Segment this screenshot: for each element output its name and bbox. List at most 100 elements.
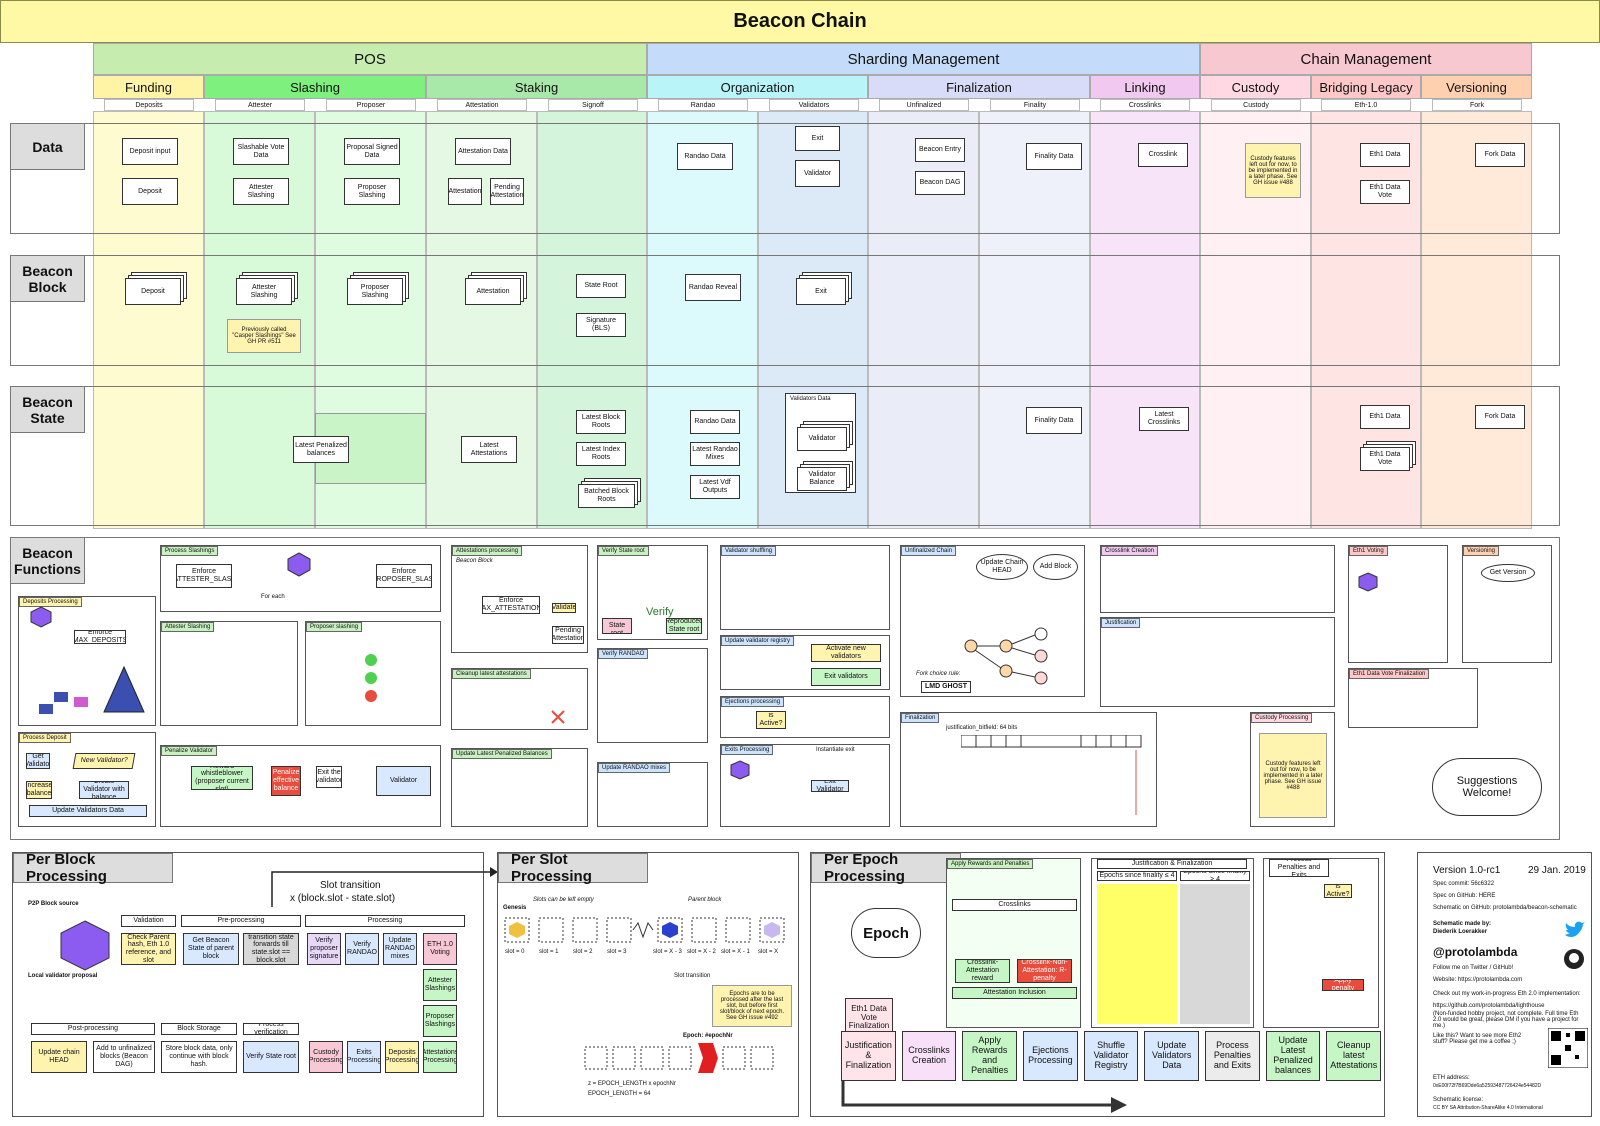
verify-state-root-step: Verify State root [243, 1041, 299, 1073]
spec-github-link[interactable]: Spec on GitHub: HERE [1433, 893, 1496, 899]
sub-proposer: Proposer [326, 99, 416, 111]
exits-processing-step: Exits Processing [347, 1041, 381, 1073]
custody-note: Custody features left out for now, to be… [1245, 143, 1301, 198]
row-label-data: Data [10, 123, 85, 170]
delete-x-icon [551, 710, 565, 724]
attestation-box: Attestation [448, 178, 482, 205]
local-proposal-label: Local validator proposal [28, 973, 98, 979]
column-crosslinks [1090, 111, 1200, 529]
update-latest-penalized-panel: Update Latest Penalized Balances [451, 748, 588, 827]
spec-commit: Spec commit: 56c6322 [1433, 881, 1495, 887]
sub-eth1: Eth-1.0 [1321, 99, 1411, 111]
slot-transition-arrow [271, 867, 498, 907]
github-icon[interactable] [1563, 948, 1585, 970]
row-label-beacon-functions: Beacon Functions [10, 537, 85, 584]
epoch-step-ejections: Ejections Processing [1023, 1031, 1078, 1081]
verify-randao-title: Verify RANDAO [598, 649, 649, 659]
verify-label: Verify [646, 606, 674, 618]
claimed-state-root-box: Claimed State root [602, 618, 632, 634]
create-validator-box: Create Validator with balance [79, 781, 129, 799]
penalize-validator-title: Penalize Validator [161, 746, 217, 756]
beacon-dag-box: Beacon DAG [915, 171, 965, 195]
slots-empty-note: Slots can be left empty [533, 897, 594, 903]
ejections-panel: Ejections processing is Active? [720, 696, 890, 738]
deposits-processing-step: Deposits Processing [385, 1041, 419, 1073]
state-finality-data: Finality Data [1026, 407, 1082, 434]
sub-validators: Validators [769, 99, 859, 111]
slot-x3-label: slot = X - 3 [653, 949, 682, 955]
epoch-label: Epoch: #epochNr [683, 1033, 733, 1039]
work-url[interactable]: https://github.com/protolambda/lighthous… [1433, 1003, 1545, 1009]
eth1-voting-panel: Eth1 Voting [1348, 545, 1448, 663]
process-slashings-panel: Process Slashings Enforce MAX_ATTESTER_S… [160, 545, 441, 612]
state-latest-vdf-outputs: Latest Vdf Outputs [690, 475, 740, 499]
epoch-steps-row: Justification & Finalization Crosslinks … [841, 1031, 1382, 1081]
randao-data-box: Randao Data [677, 143, 733, 170]
process-deposit-title: Process Deposit [19, 733, 71, 743]
block-randao-reveal: Randao Reveal [685, 274, 741, 301]
per-slot-panel: Per Slot Processing Genesis Slots can be… [497, 852, 799, 1117]
category-versioning: Versioning [1421, 75, 1532, 99]
sub-attester: Attester [215, 99, 305, 111]
pending-attestation-box: Pending Attestation [490, 178, 524, 205]
reproduced-state-root-box: Reproduced State root [666, 618, 702, 634]
activate-new-validators-box: Activate new validators [811, 644, 881, 662]
validator-box: Validator [376, 766, 431, 796]
state-fork-data: Fork Data [1475, 405, 1525, 429]
penalize-validator-panel: Penalize Validator Reward whistleblower … [160, 745, 441, 827]
add-block-node: Add Block [1033, 554, 1078, 580]
proposer-slashing-data-box: Proposer Slashing [344, 178, 400, 205]
per-epoch-title: Per Epoch Processing [811, 853, 961, 885]
cleanup-attestations-title: Cleanup latest attestations [452, 669, 531, 679]
block-proposer-slashing: Proposer Slashing [347, 278, 403, 305]
category-funding: Funding [93, 75, 204, 99]
row-label-beacon-state: Beacon State [10, 386, 85, 433]
epoch-chain [584, 1043, 774, 1073]
slot-x2-label: slot = X - 2 [687, 949, 716, 955]
unfinalized-chain-title: Unfinalized Chain [901, 546, 957, 556]
deposits-processing-title: Deposits Processing [19, 597, 82, 607]
process-verification-header: Process verification [243, 1023, 299, 1035]
validate-box: Validate [552, 603, 576, 613]
sub-fork: Fork [1432, 99, 1522, 111]
is-active-decision: is Active? [756, 711, 786, 729]
category-slashing: Slashing [204, 75, 426, 99]
eth1-data-box: Eth1 Data [1360, 143, 1410, 167]
group-chain: Chain Management [1200, 43, 1532, 75]
p2p-source-label: P2P Block source [28, 901, 79, 907]
website-link[interactable]: Website: https://protolambda.com [1433, 977, 1523, 983]
justification-frame: Justification & Finalization Epochs sinc… [1091, 858, 1254, 1028]
slot-2-label: slot = 2 [573, 949, 593, 955]
lte4-column [1097, 884, 1177, 1024]
comparison-icons [365, 654, 377, 702]
author-name: Diederik Loerakker [1433, 929, 1488, 935]
verify-randao-step: Verify RANDAO [345, 933, 379, 965]
ejections-title: Ejections processing [721, 697, 785, 707]
crosslink-creation-panel: Crosslink Creation [1100, 545, 1335, 613]
twitter-icon[interactable] [1563, 921, 1585, 941]
sub-attestation: Attestation [437, 99, 527, 111]
proposer-slashing-panel: Proposer slashing [305, 621, 441, 726]
update-latest-penalized-title: Update Latest Penalized Balances [452, 749, 552, 759]
block-attester-slashing: Attester Slashing [236, 278, 292, 305]
epoch-step-cleanup: Cleanup latest Attestations [1326, 1031, 1382, 1081]
state-latest-crosslinks: Latest Crosslinks [1139, 407, 1189, 431]
check-parent-box: Check Parent hash, Eth 1.0 reference, an… [121, 933, 176, 965]
twitter-handle[interactable]: @protolambda [1433, 945, 1518, 959]
post-processing-header: Post-processing [31, 1023, 155, 1035]
schematic-github-link[interactable]: Schematic on GitHub: protolambda/beacon-… [1433, 905, 1577, 911]
versioning-panel: Versioning Get Version [1462, 545, 1552, 663]
slot-1-label: slot = 1 [539, 949, 559, 955]
block-attestation: Attestation [465, 278, 521, 305]
fork-data-box: Fork Data [1475, 143, 1525, 167]
state-batched-block-roots: Batched Block Roots [578, 484, 635, 508]
state-latest-penalized: Latest Penalized balances [293, 436, 349, 463]
validator-data-box: Validator [795, 160, 840, 187]
sub-crosslinks: Crosslinks [1100, 99, 1190, 111]
eth1-voting-step: ETH 1.0 Voting [423, 933, 457, 965]
sub-deposits: Deposits [104, 99, 194, 111]
slot-transition-label: Slot transition [320, 880, 381, 891]
apply-penalty-box: Apply penalty [1322, 979, 1364, 991]
casper-slashings-note: Previously called "Casper Slashings" See… [227, 319, 301, 353]
custody-processing-panel: Custody Processing Custody features left… [1250, 712, 1335, 827]
